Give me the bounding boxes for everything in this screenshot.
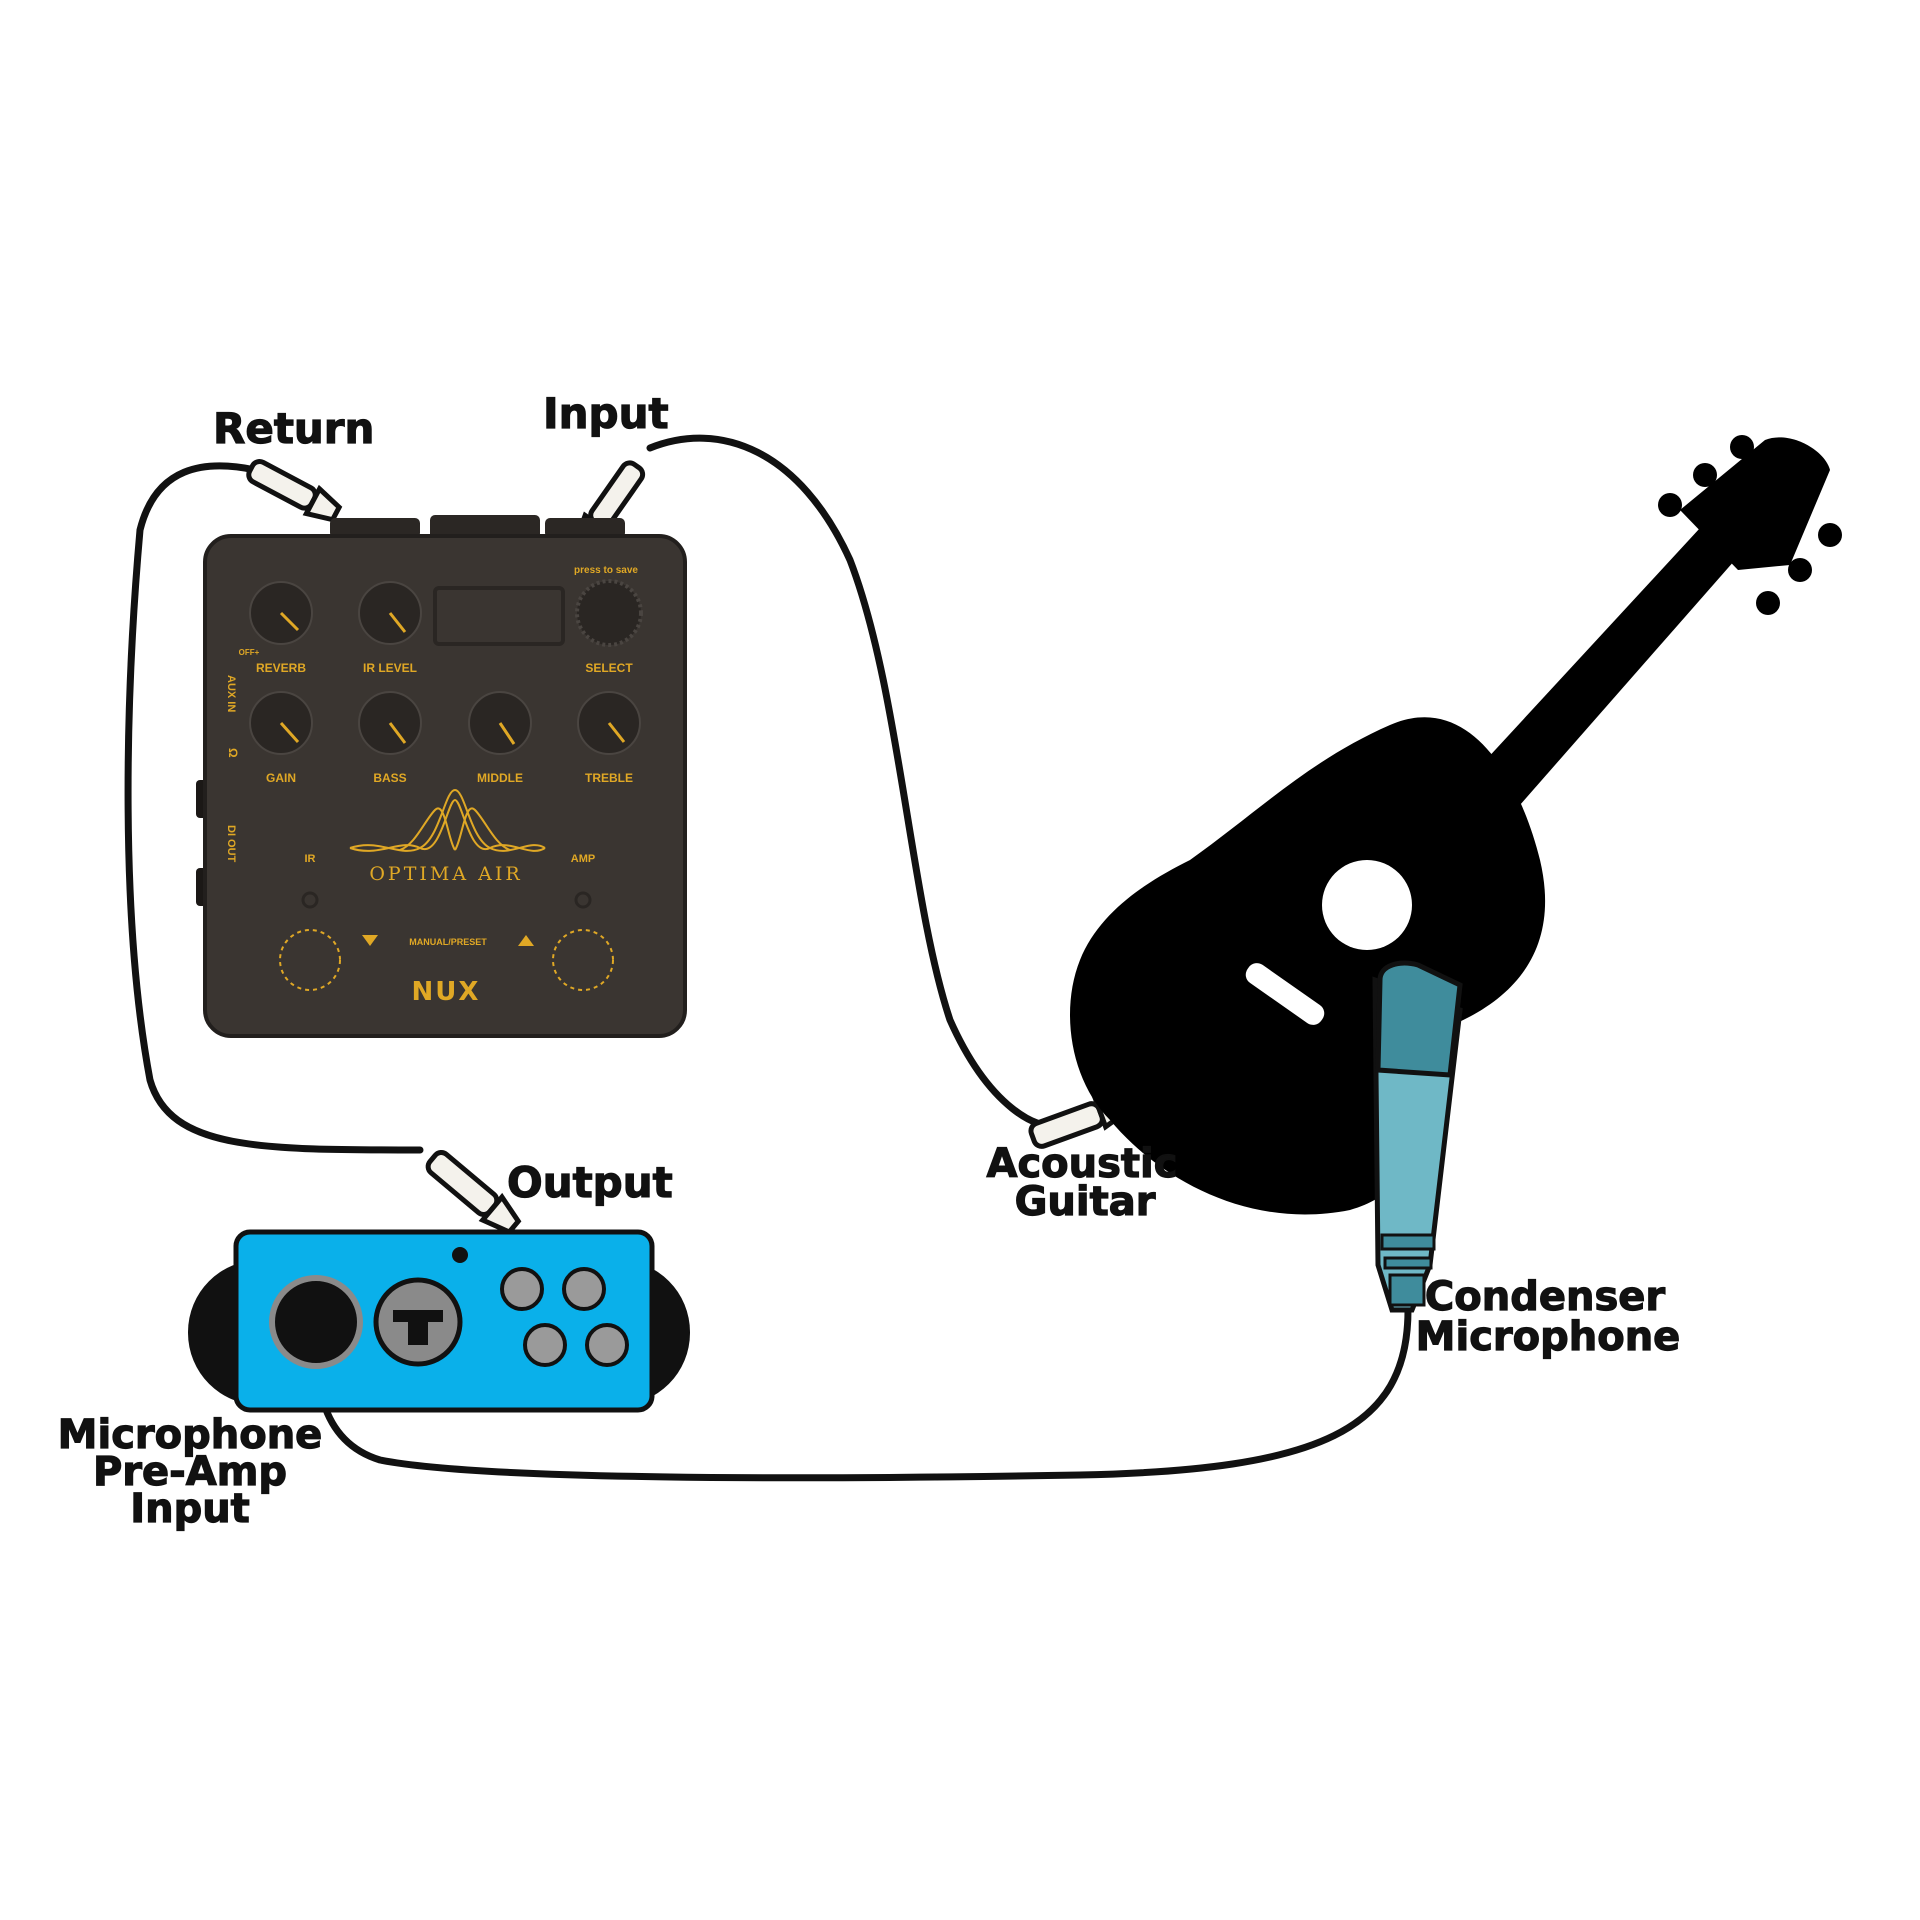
model-name: OPTIMA AIR <box>369 863 522 885</box>
guitar-headstock <box>1680 437 1830 570</box>
footswitch-right[interactable] <box>552 929 614 991</box>
headphone-icon: Ω <box>226 748 240 758</box>
preamp-label-line1: Microphone <box>58 1412 323 1458</box>
knob-bass[interactable] <box>358 691 422 755</box>
knob-treble[interactable] <box>577 691 641 755</box>
preamp-knob-2[interactable] <box>562 1267 606 1311</box>
mic-tip <box>1388 1273 1426 1307</box>
cables <box>124 434 1412 1482</box>
mic-ring-2 <box>1383 1256 1433 1270</box>
arrow-up-icon <box>518 935 534 946</box>
mic-ring-1 <box>1380 1233 1436 1251</box>
guitar-body <box>1070 717 1546 1215</box>
condenser-microphone <box>1372 960 1463 1313</box>
di-out-label: DI OUT <box>225 825 237 863</box>
pedal-body <box>203 534 687 1038</box>
plug-return <box>246 458 343 523</box>
arrow-down-icon <box>362 935 378 946</box>
bass-label: BASS <box>373 771 406 785</box>
amp-led <box>574 891 592 909</box>
condenser-label-line1: Condenser <box>1425 1274 1665 1320</box>
guitar-soundhole <box>1322 860 1412 950</box>
preamp-knob-3[interactable] <box>523 1323 567 1367</box>
cable-mic-to-preamp <box>313 1306 1412 1482</box>
preamp-led <box>452 1247 468 1263</box>
amp-label: AMP <box>571 853 595 865</box>
acoustic-guitar-label-line1: Acoustic <box>987 1141 1178 1187</box>
ir-label: IR <box>305 853 316 865</box>
nux-logo: NUX <box>412 977 481 1007</box>
combo-jack[interactable] <box>373 1277 463 1367</box>
xlr-input-jack[interactable] <box>269 1275 363 1369</box>
off-label: OFF+ <box>239 648 260 657</box>
pedal-display <box>433 586 565 646</box>
guitar-neck <box>1460 528 1735 822</box>
ir-led <box>301 891 319 909</box>
condenser-label-line2: Microphone <box>1416 1314 1681 1360</box>
gain-label: GAIN <box>266 771 296 785</box>
ir-level-label: IR LEVEL <box>363 661 417 675</box>
pedal: press to save OFF+ REVERB IR LEVEL SELEC… <box>196 515 687 1038</box>
cable-input-to-guitar <box>646 434 1059 1130</box>
tuning-pegs <box>1658 435 1842 615</box>
aux-in-label: AUX IN <box>225 675 237 712</box>
preamp-knob-1[interactable] <box>500 1267 544 1311</box>
press-to-save-label: press to save <box>574 565 638 576</box>
output-label: Output <box>507 1158 673 1207</box>
preamp-knob-4[interactable] <box>585 1323 629 1367</box>
preamp-label-line3: Input <box>130 1486 250 1532</box>
treble-label: TREBLE <box>585 771 633 785</box>
return-label: Return <box>213 404 374 453</box>
acoustic-guitar-label-line2: Guitar <box>1015 1179 1156 1225</box>
mic-preamp <box>188 1229 690 1413</box>
guitar-bridge <box>1245 963 1325 1025</box>
knob-select[interactable] <box>575 579 643 647</box>
reverb-label: REVERB <box>256 661 306 675</box>
acoustic-guitar <box>1070 435 1842 1215</box>
knob-middle[interactable] <box>468 691 532 755</box>
knob-ir-level[interactable] <box>358 581 422 645</box>
knob-reverb[interactable] <box>249 581 313 645</box>
middle-label: MIDDLE <box>477 771 523 785</box>
mic-head <box>1375 960 1463 1078</box>
input-label: Input <box>543 389 669 438</box>
select-label: SELECT <box>585 661 633 675</box>
cable-return-to-output <box>124 462 424 1154</box>
preamp-label-line2: Pre-Amp <box>93 1449 287 1495</box>
manual-preset-label: MANUAL/PRESET <box>409 937 487 947</box>
footswitch-left[interactable] <box>279 929 341 991</box>
waveform-logo <box>349 788 546 852</box>
knob-gain[interactable] <box>249 691 313 755</box>
